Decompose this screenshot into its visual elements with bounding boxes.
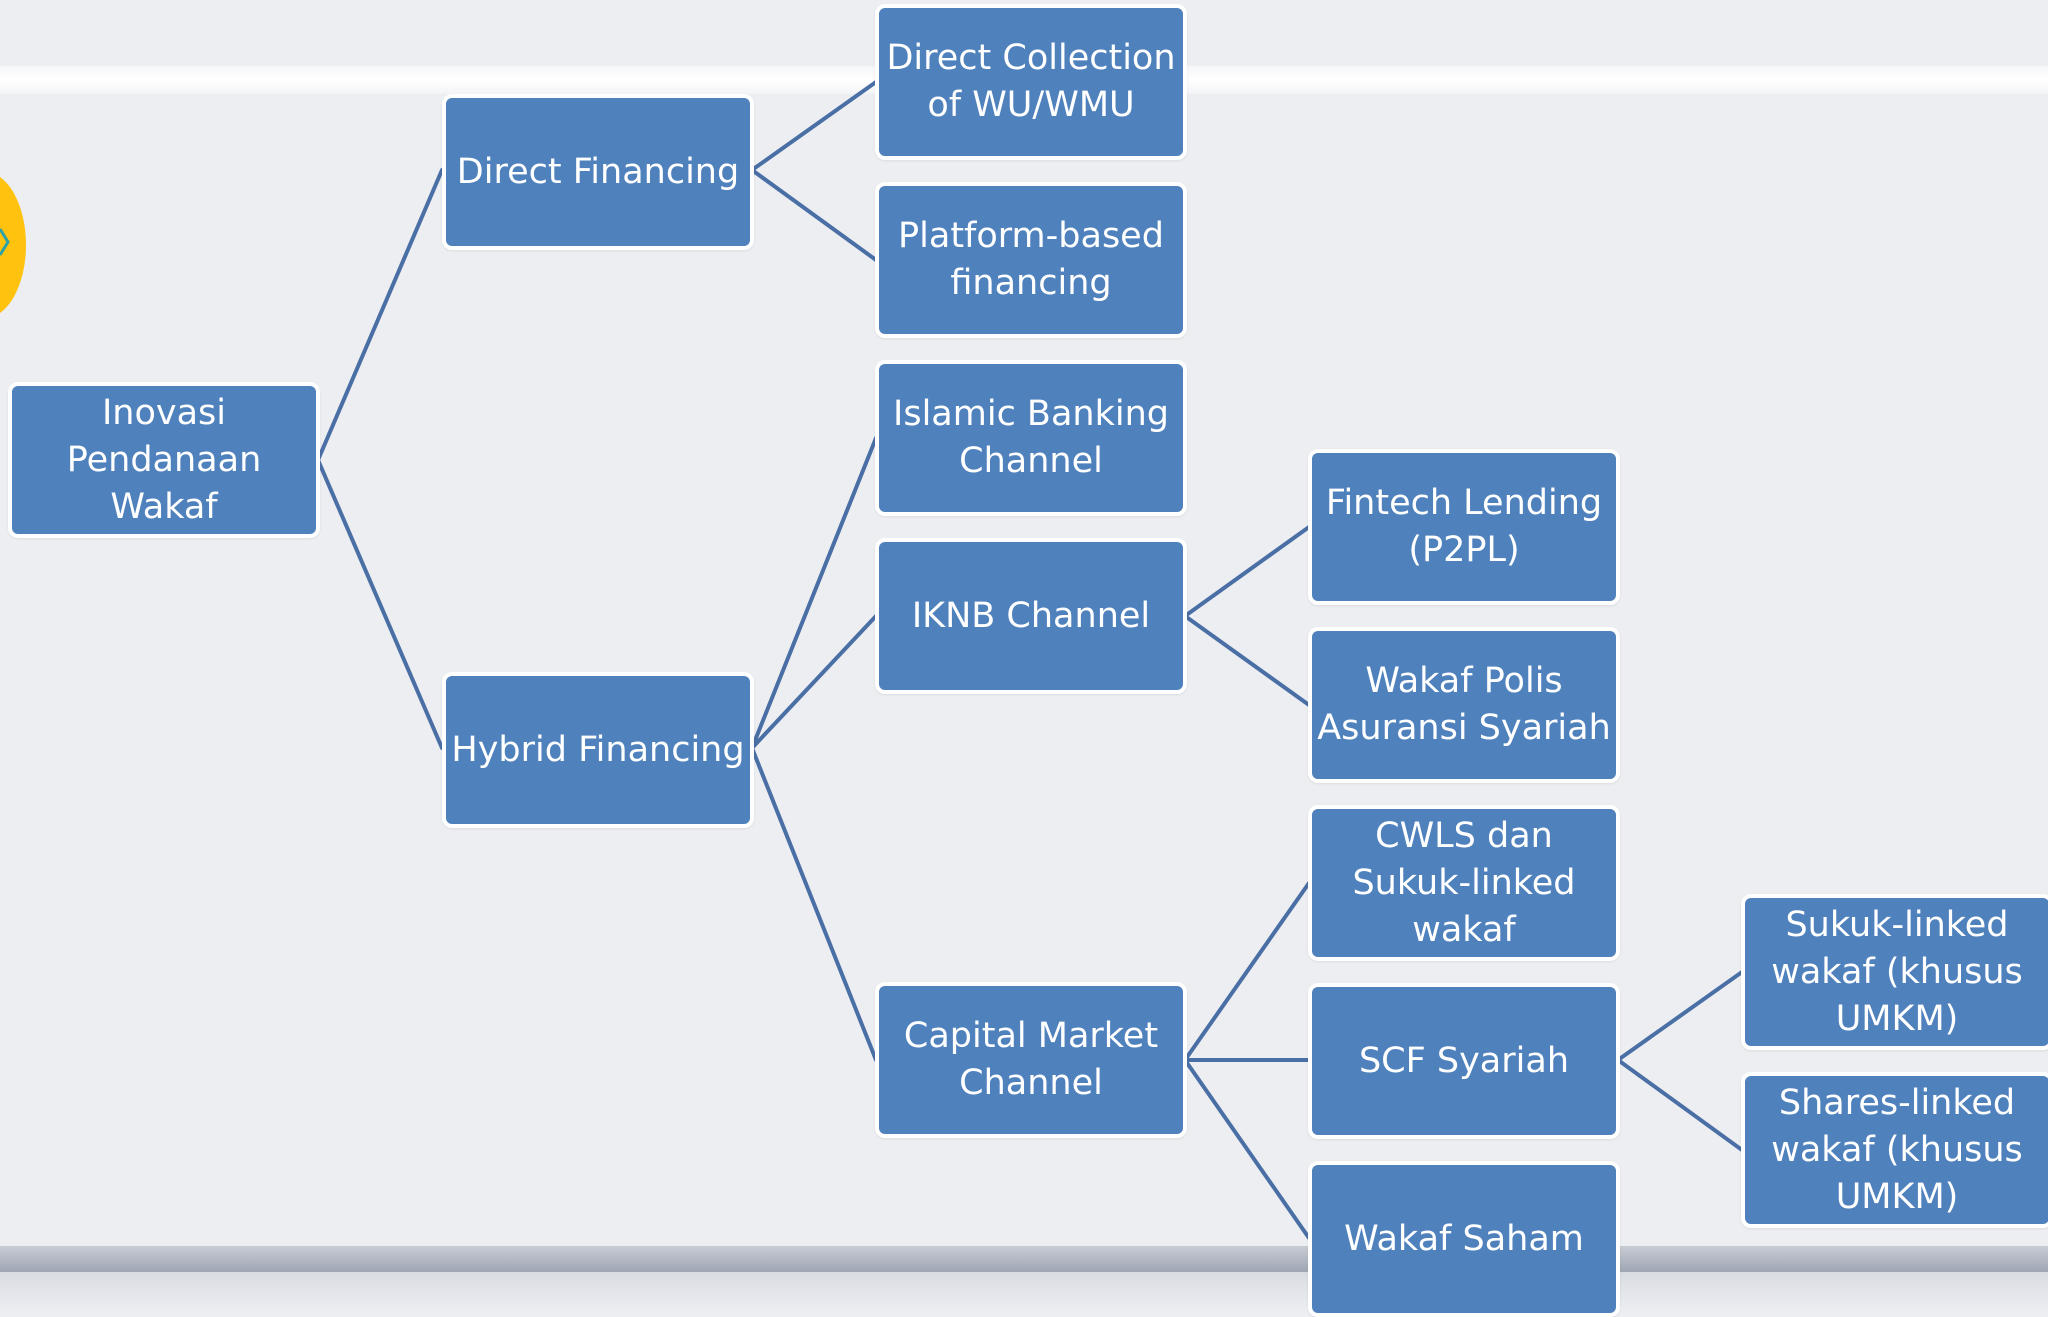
node-wakaf-polis: Wakaf Polis Asuransi Syariah	[1308, 627, 1620, 783]
bottom-band-shade	[0, 1272, 2048, 1313]
node-scf-syariah: SCF Syariah	[1308, 983, 1620, 1139]
connector-scf-shares	[1616, 1058, 1744, 1152]
connector-hybrid-iknb	[750, 614, 878, 750]
node-wakaf-saham: Wakaf Saham	[1308, 1161, 1620, 1317]
node-platform-based-financing: Platform-based financing	[875, 182, 1187, 338]
node-cwls-sukuk-linked: CWLS dan Sukuk-linked wakaf	[1308, 805, 1620, 961]
node-inovasi-pendanaan-wakaf: Inovasi Pendanaan Wakaf	[8, 382, 320, 538]
logo-mark-icon	[0, 228, 10, 256]
connector-capital-cwls	[1183, 881, 1311, 1062]
node-sukuk-linked-umkm: Sukuk-linked wakaf (khusus UMKM)	[1741, 894, 2048, 1050]
connector-root-hybrid	[316, 458, 444, 750]
node-shares-linked-umkm: Shares-linked wakaf (khusus UMKM)	[1741, 1072, 2048, 1228]
node-iknb-channel: IKNB Channel	[875, 538, 1187, 694]
node-direct-financing: Direct Financing	[442, 94, 754, 250]
connector-iknb-polis	[1183, 614, 1311, 707]
connector-iknb-fintech	[1183, 525, 1311, 618]
node-islamic-banking-channel: Islamic Banking Channel	[875, 360, 1187, 516]
connector-root-direct	[316, 168, 444, 462]
connector-direct-platform	[750, 168, 878, 262]
node-direct-collection: Direct Collection of WU/WMU	[875, 4, 1187, 160]
connector-hybrid-capital	[750, 746, 878, 1062]
bottom-band	[0, 1246, 2048, 1272]
connector-capital-saham	[1183, 1058, 1311, 1240]
node-fintech-lending: Fintech Lending (P2PL)	[1308, 449, 1620, 605]
node-capital-market-channel: Capital Market Channel	[875, 982, 1187, 1138]
connector-scf-sukuk	[1616, 970, 1744, 1062]
connector-hybrid-islamic	[750, 436, 878, 750]
node-hybrid-financing: Hybrid Financing	[442, 672, 754, 828]
connector-direct-collection	[750, 80, 878, 172]
